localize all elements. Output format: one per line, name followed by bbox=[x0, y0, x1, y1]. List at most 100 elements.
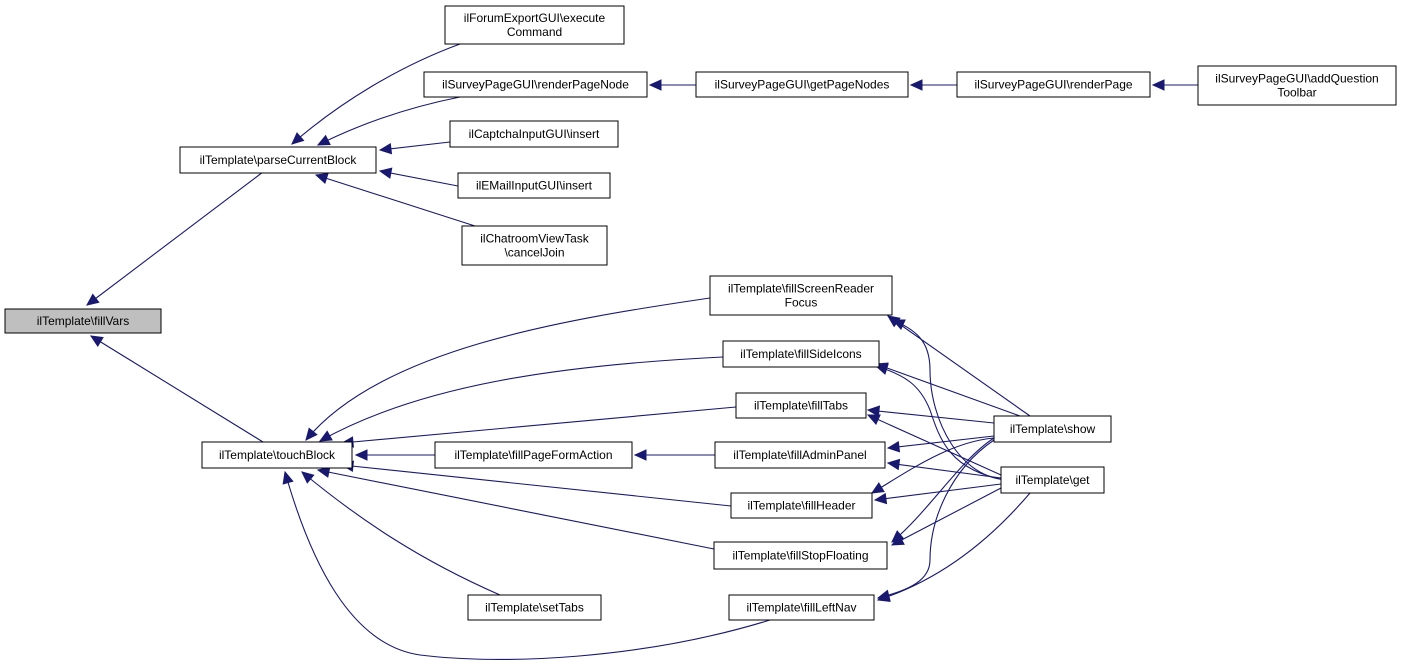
edges-layer bbox=[86, 43, 1198, 660]
edge-line bbox=[867, 409, 995, 424]
edge-show-to-fillSideIcons bbox=[874, 362, 1021, 417]
edge-line bbox=[341, 406, 737, 444]
node-box[interactable] bbox=[4, 308, 162, 334]
node-label: ilSurveyPageGUI\renderPageNode bbox=[442, 78, 629, 92]
edge-line bbox=[867, 414, 1002, 476]
arrowhead-icon bbox=[866, 414, 881, 425]
edge-line bbox=[877, 492, 1031, 601]
edge-forumExecuteCommand-to-parseCurrentBlock bbox=[291, 43, 461, 145]
edge-line bbox=[891, 437, 995, 543]
node-box[interactable] bbox=[461, 225, 608, 266]
node-box[interactable] bbox=[695, 71, 909, 98]
node-label: ilForumExportGUI\execute bbox=[464, 11, 606, 25]
edge-get-to-fillTabs bbox=[866, 414, 1002, 476]
node-emailInsert[interactable]: ilEMailInputGUI\insert bbox=[457, 172, 611, 199]
node-label: ilEMailInputGUI\insert bbox=[476, 179, 593, 193]
edge-line bbox=[875, 365, 1006, 481]
node-renderPage[interactable]: ilSurveyPageGUI\renderPage bbox=[956, 71, 1151, 98]
node-captchaInsert[interactable]: ilCaptchaInputGUI\insert bbox=[449, 120, 619, 148]
node-getPageNodes[interactable]: ilSurveyPageGUI\getPageNodes bbox=[695, 71, 909, 98]
edge-line bbox=[319, 356, 724, 442]
edge-line bbox=[887, 435, 995, 449]
node-label: ilTemplate\setTabs bbox=[485, 601, 584, 615]
node-box[interactable] bbox=[449, 120, 619, 148]
node-box[interactable] bbox=[467, 594, 602, 621]
edge-renderPage-to-getPageNodes bbox=[909, 79, 957, 91]
node-box[interactable] bbox=[735, 392, 867, 419]
edge-captchaInsert-to-parseCurrentBlock bbox=[378, 141, 451, 155]
node-setTabs[interactable]: ilTemplate\setTabs bbox=[467, 594, 602, 621]
arrowhead-icon bbox=[876, 590, 891, 602]
edge-line bbox=[90, 335, 264, 443]
arrowhead-icon bbox=[909, 79, 923, 91]
node-box[interactable] bbox=[714, 441, 886, 469]
node-label: ilSurveyPageGUI\renderPage bbox=[974, 78, 1132, 92]
node-box[interactable] bbox=[457, 172, 611, 199]
node-box[interactable] bbox=[423, 71, 648, 98]
node-box[interactable] bbox=[444, 5, 625, 45]
node-box[interactable] bbox=[201, 441, 353, 469]
arrowhead-icon bbox=[378, 167, 393, 179]
node-fillPageFormAction[interactable]: ilTemplate\fillPageFormAction bbox=[434, 441, 633, 469]
edge-setTabs-to-touchBlock bbox=[301, 471, 501, 596]
arrowhead-icon bbox=[890, 534, 905, 546]
node-box[interactable] bbox=[709, 275, 893, 316]
edge-line bbox=[284, 471, 771, 660]
node-fillAdminPanel[interactable]: ilTemplate\fillAdminPanel bbox=[714, 441, 886, 469]
edge-parseCurrentBlock-to-fillVars bbox=[86, 171, 264, 306]
node-fillLeftNav[interactable]: ilTemplate\fillLeftNav bbox=[728, 594, 875, 621]
edge-renderPageNode-to-parseCurrentBlock bbox=[316, 96, 461, 146]
edge-line bbox=[379, 141, 451, 151]
node-box[interactable] bbox=[1000, 466, 1105, 494]
arrowhead-icon bbox=[1151, 79, 1165, 91]
arrowhead-icon bbox=[891, 319, 906, 331]
arrowhead-icon bbox=[305, 427, 318, 441]
node-renderPageNode[interactable]: ilSurveyPageGUI\renderPageNode bbox=[423, 71, 648, 98]
edge-line bbox=[891, 487, 1002, 546]
node-box[interactable] bbox=[728, 594, 875, 621]
arrowhead-icon bbox=[282, 470, 294, 485]
arrowhead-icon bbox=[316, 134, 331, 146]
edge-touchBlock-to-fillVars bbox=[89, 335, 264, 443]
arrowhead-icon bbox=[316, 466, 331, 478]
node-chatroomCancelJoin[interactable]: ilChatroomViewTask\cancelJoin bbox=[461, 225, 608, 266]
edge-show-to-fillHeader bbox=[870, 437, 995, 494]
arrowhead-icon bbox=[314, 173, 329, 185]
node-box[interactable] bbox=[956, 71, 1151, 98]
edge-line bbox=[887, 462, 1002, 479]
node-show[interactable]: ilTemplate\show bbox=[993, 415, 1112, 443]
edge-line bbox=[874, 483, 1002, 501]
edge-get-to-fillHeader bbox=[873, 483, 1002, 505]
node-touchBlock[interactable]: ilTemplate\touchBlock bbox=[201, 441, 353, 469]
node-fillStopFloating[interactable]: ilTemplate\fillStopFloating bbox=[713, 541, 888, 570]
node-box[interactable] bbox=[730, 492, 873, 519]
node-fillTabs[interactable]: ilTemplate\fillTabs bbox=[735, 392, 867, 419]
node-label: ilTemplate\fillStopFloating bbox=[732, 549, 868, 563]
edge-show-to-fillStopFloating bbox=[891, 437, 995, 543]
node-box[interactable] bbox=[179, 146, 377, 174]
node-box[interactable] bbox=[713, 541, 888, 570]
node-fillHeader[interactable]: ilTemplate\fillHeader bbox=[730, 492, 873, 519]
nodes-layer: ilTemplate\fillVars ilTemplate\parseCurre… bbox=[4, 5, 1397, 621]
node-box[interactable] bbox=[722, 340, 880, 368]
node-fillVars[interactable]: ilTemplate\fillVars bbox=[4, 308, 162, 334]
node-box[interactable] bbox=[434, 441, 633, 469]
arrowhead-icon bbox=[886, 458, 901, 471]
edge-fillScreenReaderFocus-to-touchBlock bbox=[305, 297, 711, 441]
node-label: ilTemplate\fillAdminPanel bbox=[733, 448, 866, 462]
node-label: Focus bbox=[785, 296, 818, 310]
node-box[interactable] bbox=[1197, 65, 1397, 106]
arrowhead-icon bbox=[866, 405, 881, 417]
node-label: ilTemplate\fillPageFormAction bbox=[454, 448, 612, 462]
node-label: ilTemplate\fillHeader bbox=[747, 499, 855, 513]
node-get[interactable]: ilTemplate\get bbox=[1000, 466, 1105, 494]
node-parseCurrentBlock[interactable]: ilTemplate\parseCurrentBlock bbox=[179, 146, 377, 174]
node-box[interactable] bbox=[993, 415, 1112, 443]
edge-line bbox=[86, 171, 264, 306]
node-fillSideIcons[interactable]: ilTemplate\fillSideIcons bbox=[722, 340, 880, 368]
node-label: ilCaptchaInputGUI\insert bbox=[469, 127, 600, 141]
node-label: ilTemplate\fillTabs bbox=[754, 399, 848, 413]
